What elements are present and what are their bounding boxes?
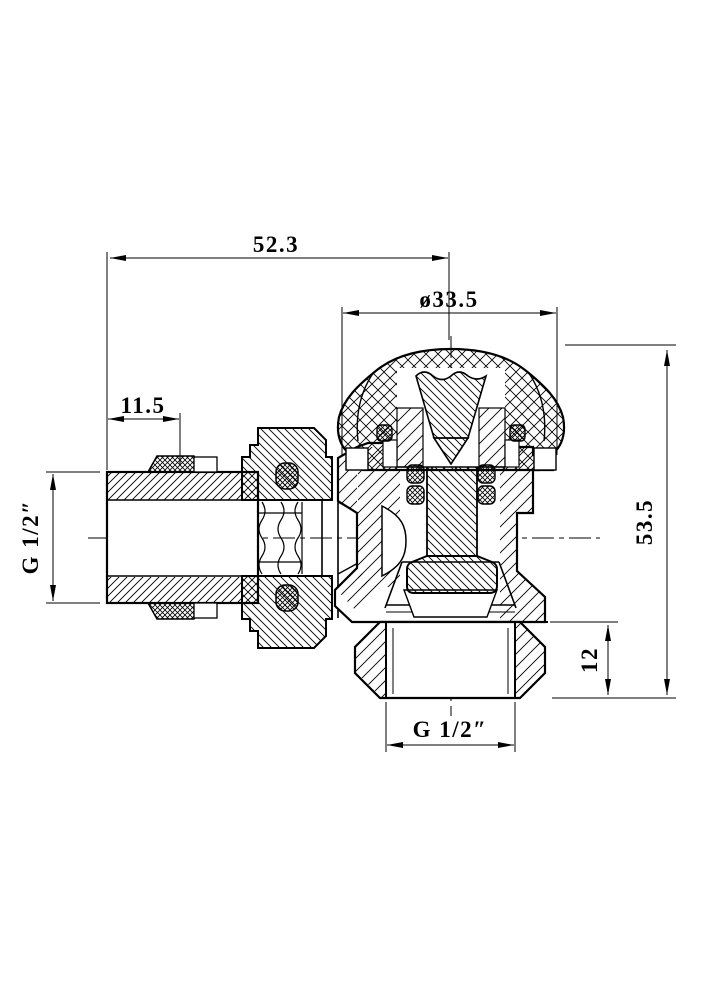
handwheel-left-lobe-line — [356, 371, 375, 442]
ferrule-top — [146, 455, 204, 473]
outlet-left-wall-hatch — [356, 623, 386, 697]
olive-seal-top — [275, 462, 299, 490]
body-right-wing-hatch — [500, 571, 545, 621]
thread-step-bottom — [193, 602, 218, 619]
bonnet-right-step — [504, 439, 520, 468]
spindle-tip — [432, 437, 470, 466]
dim-label-inlet-thread: G 1/2″ — [18, 500, 43, 575]
valve-stem — [426, 465, 478, 557]
dim-label-tailpiece-length: 11.5 — [121, 393, 166, 418]
outlet-nut — [352, 620, 548, 700]
inlet-tailpiece — [105, 455, 260, 620]
ferrule-bottom — [146, 602, 204, 620]
body-right-wall-hatch2 — [500, 513, 517, 571]
handwheel-left-skirt — [345, 447, 369, 471]
handwheel-right-lobe-line — [527, 371, 546, 442]
seals — [275, 424, 526, 612]
dim-label-outlet-thread: G 1/2″ — [413, 717, 488, 742]
dim-label-total-height: 53.5 — [632, 499, 657, 545]
dimensions: 52.3 ø33.5 11.5 G 1/2″ 53.5 12 G 1/2″ — [18, 232, 676, 752]
o-ring — [509, 424, 526, 442]
dim-label-nut-height: 12 — [577, 647, 602, 673]
valve-seat-opening — [402, 589, 499, 618]
flow-passage-bulge — [381, 504, 407, 578]
bonnet-right-block — [478, 407, 506, 468]
tailpiece-bottom-wall-hatch — [108, 577, 257, 602]
bonnet-left-step — [382, 439, 398, 468]
thread-wave — [294, 501, 302, 575]
outlet-right-wall-hatch — [515, 623, 544, 697]
outlet-nut-outline — [353, 620, 547, 700]
union-nut-bottom-wall — [241, 575, 333, 649]
o-ring — [406, 485, 425, 505]
valve-disc — [406, 555, 498, 594]
o-ring — [406, 464, 425, 484]
valve-stem-assembly — [406, 465, 498, 594]
thread-wave — [277, 501, 285, 575]
dim-label-total-width: 52.3 — [253, 232, 299, 257]
bonnet-insert — [382, 368, 520, 468]
bonnet-left-block — [396, 407, 424, 468]
tailpiece-top-wall-hatch — [108, 473, 257, 500]
spindle-splined-top — [415, 371, 488, 439]
o-ring — [477, 464, 496, 484]
body-left-wing-hatch — [336, 568, 380, 613]
olive-seal-bottom — [275, 584, 299, 612]
o-ring — [477, 485, 496, 505]
dim-label-handle-diameter: ø33.5 — [419, 287, 478, 312]
cone-slant-lines — [384, 561, 517, 609]
thread-step-top — [193, 456, 218, 473]
thread-wave — [258, 501, 266, 575]
handwheel-right-skirt — [533, 447, 557, 471]
o-ring — [376, 424, 393, 442]
